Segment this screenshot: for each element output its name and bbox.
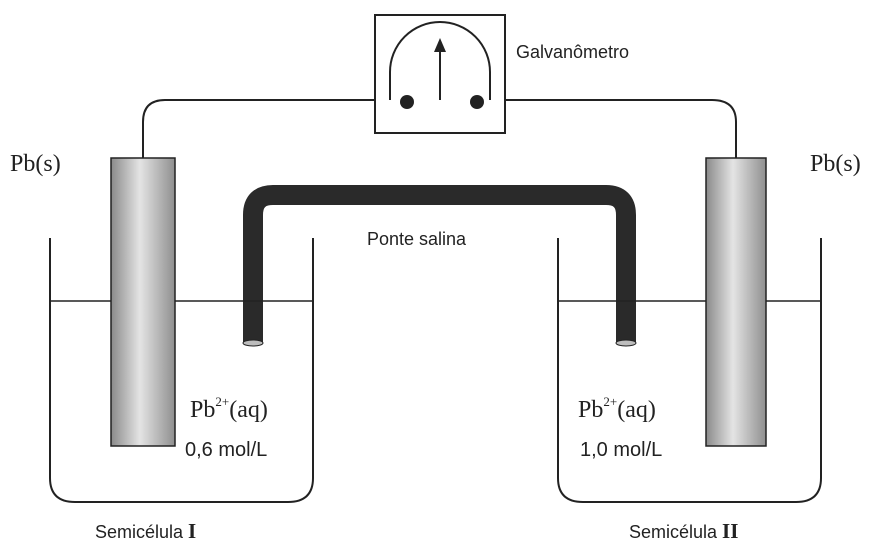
- galvanometer-terminal-left: [400, 95, 414, 109]
- solution-label-left: Pb2+(aq): [190, 394, 268, 423]
- salt-bridge-end-left: [242, 339, 264, 347]
- galvanometer-terminal-right: [470, 95, 484, 109]
- solution-label-right: Pb2+(aq): [578, 394, 656, 423]
- salt-bridge: [243, 185, 636, 342]
- needle-arrow-icon: [434, 38, 446, 52]
- electrode-right: [705, 157, 767, 447]
- electrode-label-left: Pb(s): [10, 151, 61, 177]
- external-wire-right: [476, 99, 737, 158]
- salt-bridge-end-right: [615, 339, 637, 347]
- galvanometer-label: Galvanômetro: [516, 42, 629, 62]
- galvanometer: [374, 14, 506, 134]
- external-wire: [142, 99, 405, 158]
- electrode-left: [110, 157, 176, 447]
- beaker-right: [557, 238, 822, 503]
- galvanometer-dial: [389, 21, 491, 100]
- concentration-right: 1,0 mol/L: [580, 439, 662, 461]
- beaker-left: [49, 238, 314, 503]
- electrode-label-right: Pb(s): [810, 151, 861, 177]
- concentration-left: 0,6 mol/L: [185, 439, 267, 461]
- salt-bridge-label: Ponte salina: [367, 229, 467, 249]
